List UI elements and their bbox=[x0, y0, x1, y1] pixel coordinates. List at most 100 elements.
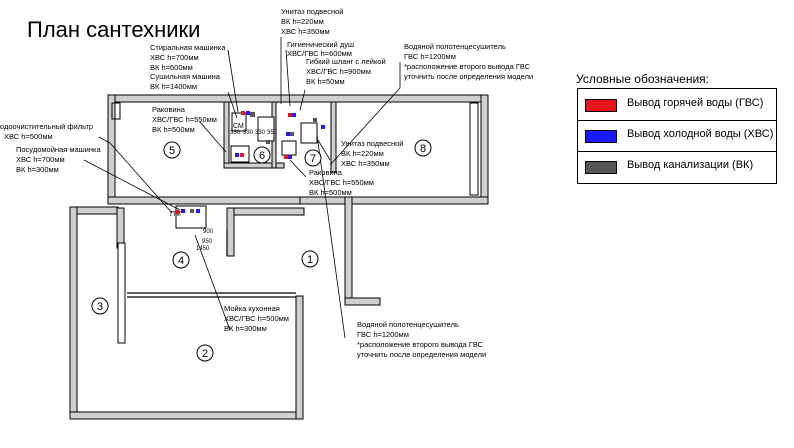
wall-right bbox=[480, 94, 489, 203]
plan-text: Водяной полотенцесушитель bbox=[404, 42, 506, 51]
wall-bath-d bbox=[330, 101, 337, 173]
room-circle-4 bbox=[172, 251, 190, 269]
room-numbers: 1 2 3 4 5 6 7 8 bbox=[97, 143, 426, 360]
wall-top bbox=[107, 94, 489, 103]
leader-lines bbox=[83, 37, 401, 339]
note-towel-top: Водяной полотенцесушитель ГВС h=1200мм *… bbox=[404, 42, 533, 81]
pm-label: ПМ bbox=[170, 211, 181, 218]
plan-text: ХВС/ГВС h=500мм bbox=[224, 314, 289, 323]
legend-item-hot-water: Вывод горячей воды (ГВС) bbox=[578, 89, 776, 121]
plan-text: уточнить после определения модели bbox=[404, 72, 533, 81]
plan-text: ХВС/ГВС h=550мм bbox=[309, 178, 374, 187]
note-toilet-top: Унитаз подвесной ВК h=220мм ХВС h=350мм bbox=[281, 7, 344, 36]
plan-polyline bbox=[316, 134, 346, 339]
sewer-outlet bbox=[313, 118, 317, 122]
plan-text: ВК h=220мм bbox=[281, 17, 324, 26]
plan-polyline bbox=[289, 159, 307, 178]
plan-text: Раковина bbox=[152, 105, 186, 114]
page-title: План сантехники bbox=[27, 17, 201, 42]
cold-water-outlet bbox=[286, 132, 290, 136]
cold-water-outlet bbox=[321, 125, 325, 129]
room-4: 4 bbox=[178, 255, 184, 267]
plan-text: ВК h=600мм bbox=[150, 63, 193, 72]
room-1: 1 bbox=[307, 254, 313, 266]
cold-water-outlet bbox=[181, 209, 185, 213]
note-dishwasher: Посудомойная машинка ХВС h=700мм ВК h=30… bbox=[16, 145, 101, 174]
note-towel-bottom: Водяной полотенцесушитель ГВС h=1200мм *… bbox=[357, 320, 486, 359]
wall-bottom-right bbox=[295, 295, 304, 420]
room-circle-7 bbox=[304, 149, 322, 167]
dim-900: 900 bbox=[203, 229, 214, 235]
room-3: 3 bbox=[97, 301, 103, 313]
hot-water-outlet bbox=[240, 153, 244, 157]
note-washer: Стиральная машинка ХВС h=700мм ВК h=600м… bbox=[150, 43, 226, 72]
outlet-markers bbox=[175, 111, 325, 214]
legend: Вывод горячей воды (ГВС) Вывод холодной … bbox=[577, 88, 777, 184]
plan-polyline bbox=[98, 136, 173, 214]
sewer-outlet bbox=[250, 112, 255, 117]
sewer-swatch bbox=[585, 161, 617, 174]
legend-item-cold-water: Вывод холодной воды (ХВС) bbox=[578, 120, 776, 152]
room-circle-5 bbox=[163, 141, 181, 159]
plan-text: ВК h=300мм bbox=[224, 324, 267, 333]
plan-text: Стиральная машинка bbox=[150, 43, 226, 52]
plan-text: уточнить после определения модели bbox=[357, 350, 486, 359]
room-8: 8 bbox=[420, 143, 426, 155]
plan-polyline bbox=[329, 62, 401, 166]
hot-water-outlet bbox=[175, 210, 179, 214]
wall-bottom bbox=[69, 411, 304, 420]
plan-text: Гигиенический душ bbox=[287, 40, 354, 49]
plan-polyline bbox=[227, 91, 238, 119]
cold-water-outlet bbox=[196, 209, 200, 213]
plan-text: ХВС/ГВС h=900мм bbox=[306, 67, 371, 76]
plan-text: Мойка кухонная bbox=[224, 304, 280, 313]
note-kitchen-sink: Мойка кухонная ХВС/ГВС h=500мм ВК h=300м… bbox=[224, 304, 289, 333]
plan-polyline bbox=[199, 121, 227, 153]
cm-label: СМ bbox=[233, 123, 244, 130]
window-topleft bbox=[111, 102, 121, 120]
note-filter: одоочистительный фильтр ХВС h=500мм bbox=[0, 122, 93, 141]
cold-water-outlet bbox=[246, 111, 250, 115]
plan-text: Водяной полотенцесушитель bbox=[357, 320, 459, 329]
legend-label: Вывод горячей воды (ГВС) bbox=[627, 97, 764, 109]
plan-text: ВК h=300мм bbox=[16, 165, 59, 174]
plan-text: Унитаз подвесной bbox=[341, 139, 404, 148]
dim-330c: 330 bbox=[255, 130, 266, 136]
plan-text: ВК h=500мм bbox=[152, 125, 195, 134]
plan-text: ВК h=1400мм bbox=[150, 82, 197, 91]
dim-950: 950 bbox=[202, 239, 213, 245]
plan-text: ВК h=500мм bbox=[309, 188, 352, 197]
hot-water-outlet bbox=[288, 113, 292, 117]
dim-350: 350 bbox=[267, 130, 278, 136]
cold-water-outlet bbox=[288, 155, 292, 159]
plan-text: Посудомойная машинка bbox=[16, 145, 101, 154]
windows bbox=[111, 102, 479, 344]
legend-heading: Условные обозначения: bbox=[576, 72, 709, 86]
plan-polyline bbox=[285, 49, 291, 107]
plan-text: *расположение второго вывода ГВС bbox=[404, 62, 531, 71]
wall-stub-vertical bbox=[344, 196, 353, 306]
room-7: 7 bbox=[310, 153, 316, 165]
room-2: 2 bbox=[202, 348, 208, 360]
wall-bath-a bbox=[223, 101, 230, 169]
note-dryer: Сушильная машина ВК h=1400мм bbox=[150, 72, 221, 91]
wall-inner-2 bbox=[226, 207, 235, 257]
thin-walls bbox=[127, 230, 296, 298]
toilet8-box bbox=[300, 122, 318, 144]
window-left bbox=[117, 242, 126, 344]
sink7-box bbox=[281, 140, 297, 156]
plan-text: ВК h=50мм bbox=[306, 77, 345, 86]
plan-text: ХВС h=500мм bbox=[4, 132, 53, 141]
toilet-box bbox=[257, 116, 275, 142]
legend-item-sewer: Вывод канализации (ВК) bbox=[578, 151, 776, 182]
room-6: 6 bbox=[259, 150, 265, 162]
wall-bath-b bbox=[223, 162, 285, 169]
wall-inner-3 bbox=[233, 207, 305, 216]
plan-text: Гибкий шланг с лейкой bbox=[306, 57, 386, 66]
room-markers bbox=[91, 139, 432, 362]
plan-polyline bbox=[227, 49, 239, 113]
cold-water-outlet bbox=[235, 153, 239, 157]
sewer-outlet bbox=[266, 140, 270, 144]
room-circle-2 bbox=[196, 344, 214, 362]
wall-inner-1 bbox=[116, 207, 125, 249]
